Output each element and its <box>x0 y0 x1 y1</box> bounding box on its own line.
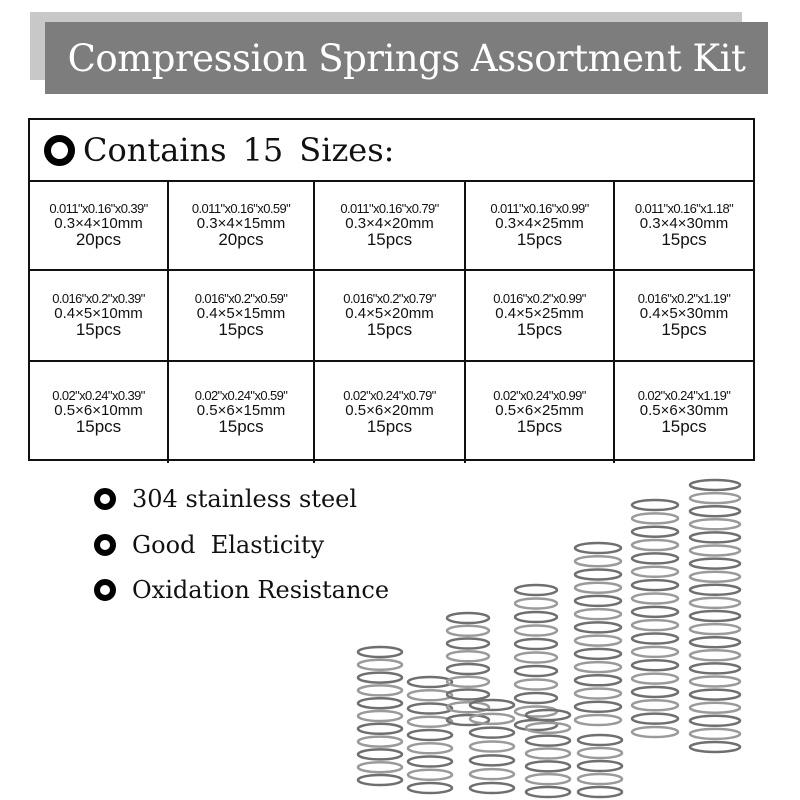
spring-icon <box>576 733 624 799</box>
size-inches: 0.016"x0.2"x0.59" <box>194 290 288 306</box>
table-header: Contains 15 Sizes: <box>30 120 753 182</box>
size-mm: 0.3×4×25mm <box>495 214 584 232</box>
size-mm: 0.3×4×15mm <box>196 214 286 232</box>
size-inches: 0.02"x0.24"x0.79" <box>343 387 436 403</box>
size-mm: 0.4×5×30mm <box>639 304 729 322</box>
size-mm: 0.5×6×30mm <box>639 401 729 419</box>
spring-icon <box>630 498 680 739</box>
size-mm: 0.5×6×10mm <box>54 401 143 419</box>
size-mm: 0.5×6×15mm <box>196 401 286 419</box>
size-quantity: 20pcs <box>75 230 122 250</box>
size-mm: 0.4×5×20mm <box>345 304 434 322</box>
size-inches: 0.016"x0.2"x1.19" <box>637 290 731 306</box>
size-quantity: 15pcs <box>661 230 707 250</box>
size-inches: 0.02"x0.24"x0.39" <box>52 387 145 403</box>
size-inches: 0.02"x0.24"x0.59" <box>194 387 288 403</box>
feature-item: Oxidation Resistance <box>94 576 389 604</box>
ring-bullet-icon <box>44 134 75 166</box>
size-inches: 0.011"x0.16"x0.39" <box>49 200 148 216</box>
size-quantity: 15pcs <box>516 417 563 437</box>
size-quantity: 20pcs <box>218 230 264 250</box>
spring-icon <box>356 645 404 787</box>
size-quantity: 15pcs <box>366 320 413 340</box>
size-quantity: 15pcs <box>218 320 264 340</box>
header-word: Contains <box>83 131 227 169</box>
ring-bullet-icon <box>94 579 116 601</box>
header-count: 15 <box>242 131 284 169</box>
size-quantity: 15pcs <box>661 417 707 437</box>
size-inches: 0.011"x0.16"x1.18" <box>634 200 734 216</box>
size-quantity: 15pcs <box>516 320 563 340</box>
size-inches: 0.016"x0.2"x0.39" <box>52 290 145 306</box>
size-mm: 0.3×4×30mm <box>639 214 729 232</box>
size-mm: 0.3×4×10mm <box>54 214 143 232</box>
size-inches: 0.016"x0.2"x0.99" <box>493 290 586 306</box>
spring-icon <box>688 478 742 754</box>
header-word: Sizes: <box>299 131 395 169</box>
spring-icon <box>524 708 572 799</box>
size-quantity: 15pcs <box>75 320 122 340</box>
spring-icon <box>406 675 454 795</box>
size-mm: 0.5×6×25mm <box>495 401 584 419</box>
sizes-table: Contains 15 Sizes: 0.011"x0.16"x0.39"0.3… <box>28 118 755 463</box>
ring-bullet-icon <box>94 534 116 556</box>
size-mm: 0.4×5×15mm <box>196 304 286 322</box>
feature-label: Good Elasticity <box>132 531 325 559</box>
spring-icon <box>445 611 491 727</box>
feature-label: 304 stainless steel <box>132 485 358 513</box>
title: Compression Springs Assortment Kit <box>67 36 746 80</box>
title-banner: Compression Springs Assortment Kit <box>45 22 768 94</box>
size-mm: 0.5×6×20mm <box>345 401 434 419</box>
size-inches: 0.011"x0.16"x0.99" <box>490 200 589 216</box>
size-quantity: 15pcs <box>661 320 707 340</box>
size-mm: 0.4×5×10mm <box>54 304 143 322</box>
ring-bullet-icon <box>94 488 116 510</box>
size-mm: 0.3×4×20mm <box>345 214 434 232</box>
size-quantity: 15pcs <box>516 230 563 250</box>
feature-label: Oxidation Resistance <box>132 576 390 604</box>
size-inches: 0.02"x0.24"x0.99" <box>493 387 586 403</box>
size-quantity: 15pcs <box>75 417 122 437</box>
spring-icon <box>513 583 559 732</box>
size-mm: 0.4×5×25mm <box>495 304 584 322</box>
size-quantity: 15pcs <box>366 417 413 437</box>
size-inches: 0.016"x0.2"x0.79" <box>343 290 436 306</box>
size-quantity: 15pcs <box>366 230 413 250</box>
size-inches: 0.011"x0.16"x0.79" <box>340 200 439 216</box>
spring-icon <box>573 541 623 727</box>
feature-item: 304 stainless steel <box>94 485 357 513</box>
size-inches: 0.011"x0.16"x0.59" <box>191 200 291 216</box>
springs-photo <box>356 478 742 799</box>
size-inches: 0.02"x0.24"x1.19" <box>637 387 731 403</box>
spring-icon <box>468 698 516 795</box>
feature-item: Good Elasticity <box>94 531 324 559</box>
size-quantity: 15pcs <box>218 417 264 437</box>
